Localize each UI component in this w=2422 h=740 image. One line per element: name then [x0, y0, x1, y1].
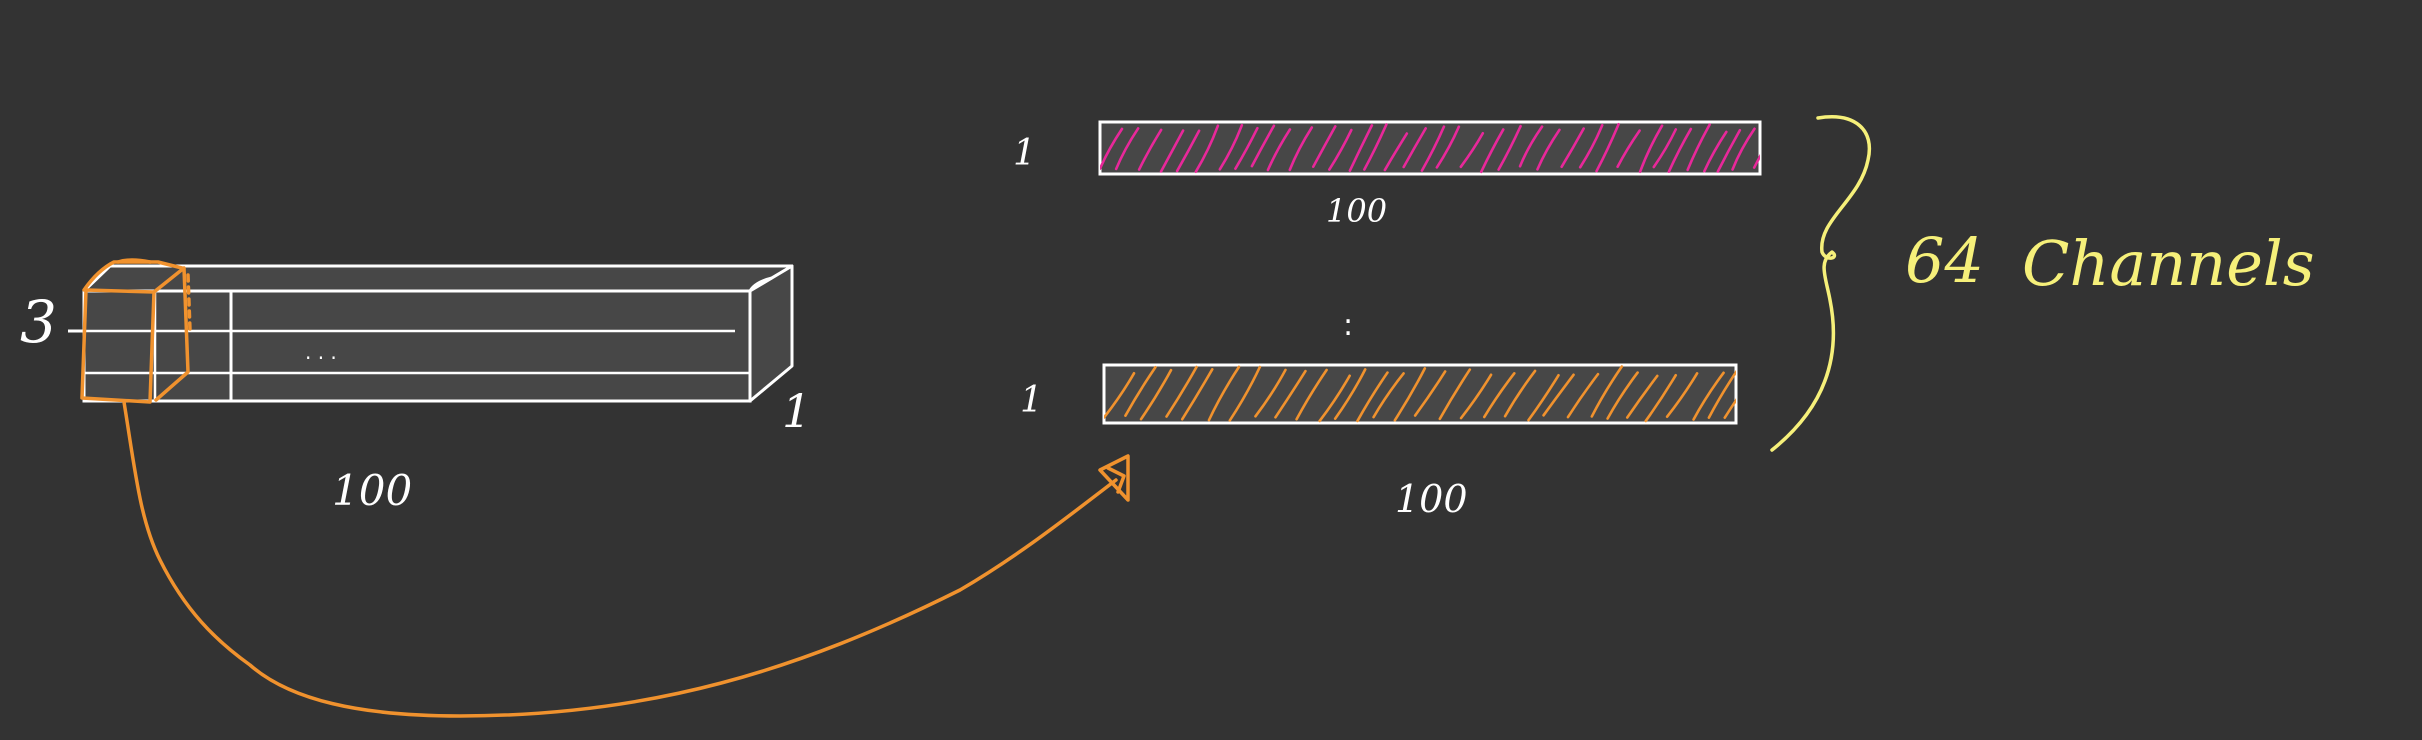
output-channel-first	[1098, 120, 1762, 176]
hatch-stroke	[1578, 123, 1604, 169]
hatch-stroke	[1420, 125, 1446, 172]
hatch-stroke	[1686, 123, 1711, 172]
channel-last-height-label: 1	[1020, 380, 1043, 421]
hatch-stroke	[1356, 371, 1389, 423]
input-depth-label: 1	[782, 384, 811, 438]
hatch-stroke	[1180, 368, 1214, 421]
hatch-stroke	[1606, 371, 1639, 420]
input-tensor-side-face	[748, 264, 794, 403]
hatch-stroke	[1295, 368, 1328, 421]
hatch-stroke	[1590, 365, 1624, 418]
channel-last-width-label: 100	[1395, 477, 1468, 521]
hatch-stroke	[1137, 128, 1163, 171]
hatch-stroke	[1560, 127, 1585, 169]
hatch-stroke	[1175, 129, 1201, 173]
kernel-highlight	[80, 258, 192, 404]
hatch-stroke	[1393, 367, 1427, 422]
hatch-stroke	[1100, 127, 1124, 170]
hatch-stroke	[1707, 369, 1736, 419]
hatch-stroke	[1731, 127, 1756, 171]
hatch-stroke	[1483, 372, 1516, 419]
input-ellipsis: · · ·	[305, 346, 337, 370]
hatch-stroke	[1254, 368, 1287, 418]
hatch-stroke	[1542, 373, 1575, 417]
hatch-stroke	[1413, 370, 1447, 417]
channels-count-label: 64	[1905, 224, 1984, 297]
hatch-stroke	[1527, 373, 1560, 422]
hatch-stroke	[1723, 398, 1736, 420]
hatch-stroke	[1667, 127, 1693, 173]
hatch-stroke	[1716, 128, 1742, 173]
hatch-stroke	[1595, 122, 1620, 173]
hatch-stroke	[1536, 128, 1561, 171]
hatch-stroke	[1250, 124, 1276, 168]
hatch-stroke	[1703, 130, 1728, 173]
channel-first-height-label: 1	[1013, 133, 1036, 174]
hatch-stroke	[1497, 124, 1522, 171]
hatch-stroke	[1372, 372, 1405, 419]
hatch-stroke	[1692, 371, 1725, 421]
hatch-stroke	[1435, 125, 1461, 169]
hatch-stroke	[1503, 369, 1537, 418]
hatch-stroke	[1114, 127, 1140, 171]
hatch-stroke	[1194, 124, 1220, 173]
hatch-stroke	[1333, 368, 1367, 420]
output-channel-last	[1102, 363, 1738, 425]
hatch-stroke	[1459, 131, 1485, 169]
mapping-arrow	[122, 400, 1130, 718]
hatch-stroke	[1124, 365, 1157, 417]
hatch-stroke	[1459, 373, 1493, 420]
hatch-stroke	[1165, 365, 1198, 418]
input-tensor-top-face	[82, 264, 794, 293]
hatch-stroke	[1207, 365, 1241, 422]
hatch-stroke	[1625, 374, 1659, 419]
channels-vertical-ellipsis: :	[1343, 308, 1353, 343]
hatch-stroke	[1644, 373, 1678, 423]
hatch-stroke	[1348, 124, 1374, 172]
input-width-label: 100	[332, 466, 412, 515]
hatch-stroke	[1159, 129, 1185, 173]
channels-brace	[1770, 115, 1872, 452]
hatch-stroke	[1104, 371, 1136, 419]
hatch-stroke	[1363, 123, 1388, 171]
hatch-stroke	[1266, 128, 1292, 172]
hatch-stroke	[1438, 368, 1472, 421]
hatch-stroke	[1752, 153, 1760, 169]
hatch-stroke	[1274, 369, 1307, 419]
hatch-stroke	[1638, 124, 1664, 174]
channel-hatching-orange	[1104, 365, 1736, 423]
channel-hatching-magenta	[1100, 122, 1760, 174]
hatch-stroke	[1318, 374, 1351, 423]
hatch-stroke	[1139, 368, 1173, 421]
hatch-stroke	[1402, 127, 1427, 169]
hatch-stroke	[1479, 128, 1505, 174]
hatch-stroke	[1288, 126, 1314, 172]
input-height-label: 3	[20, 288, 57, 356]
hatch-stroke	[1311, 125, 1337, 168]
hatch-stroke	[1652, 128, 1678, 169]
hatch-stroke	[1218, 123, 1244, 171]
arrow-head	[1098, 454, 1130, 502]
hatch-stroke	[1383, 132, 1409, 172]
hatch-stroke	[1518, 125, 1544, 168]
channels-word-label: Channels	[2022, 227, 2315, 300]
channel-first-width-label: 100	[1326, 192, 1387, 230]
hatch-stroke	[1228, 365, 1262, 422]
input-tensor-front-face	[82, 289, 752, 403]
hatch-stroke	[1234, 126, 1259, 170]
input-tensor: · · ·	[68, 264, 794, 403]
hatch-stroke	[1328, 128, 1353, 171]
hatch-stroke	[1665, 372, 1699, 418]
hatch-stroke	[1566, 372, 1600, 419]
hatch-stroke	[1616, 129, 1641, 169]
